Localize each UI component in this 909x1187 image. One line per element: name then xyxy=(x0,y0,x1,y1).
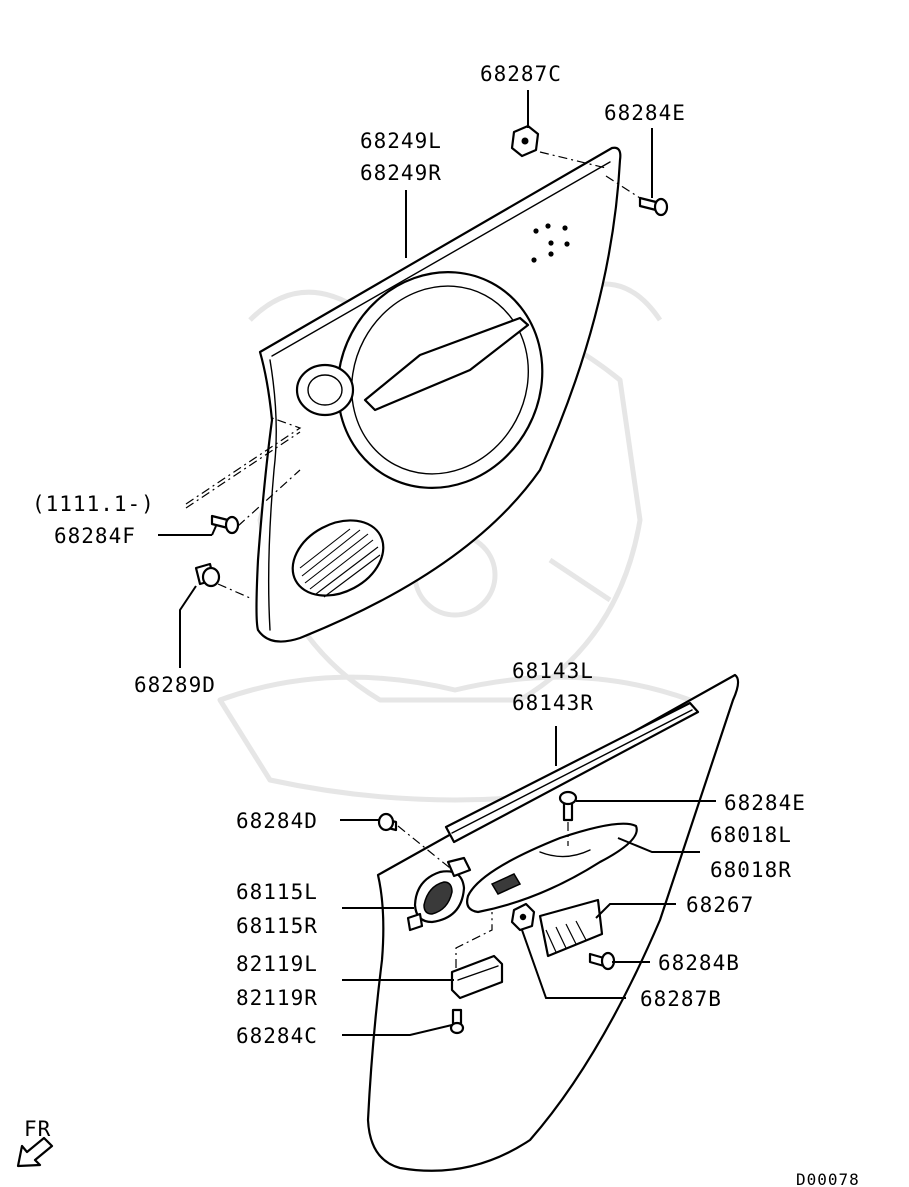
label-serial-note: (1111.1-) xyxy=(32,492,155,516)
label-bracket-68267: 68267 xyxy=(686,893,754,917)
label-armrest-68018l: 68018L xyxy=(710,823,792,847)
label-trim-68249l: 68249L xyxy=(360,129,442,153)
label-switch-82119r: 82119R xyxy=(236,986,318,1010)
label-clip-68287b: 68287B xyxy=(640,987,722,1011)
label-trim-68143r: 68143R xyxy=(512,691,594,715)
diagram-code: D00078 xyxy=(796,1170,860,1187)
label-handle-68115r: 68115R xyxy=(236,914,318,938)
front-indicator: FR xyxy=(16,1117,54,1168)
label-screw-68284b: 68284B xyxy=(658,951,740,975)
label-trim-68249r: 68249R xyxy=(360,161,442,185)
label-armrest-68018r: 68018R xyxy=(710,858,792,882)
screw-68284e-upper xyxy=(638,196,669,217)
label-screw-68284f: 68284F xyxy=(54,524,136,548)
door-trim-upper xyxy=(255,146,622,643)
label-handle-68115l: 68115L xyxy=(236,880,318,904)
label-clip-68289d: 68289D xyxy=(134,673,216,697)
label-screw-68284e-upper: 68284E xyxy=(604,101,686,125)
screw-68284f xyxy=(210,514,240,535)
clip-68287c xyxy=(510,124,540,158)
label-switch-82119l: 82119L xyxy=(236,952,318,976)
door-trim-lower xyxy=(366,673,740,1172)
label-screw-68284e-lower: 68284E xyxy=(724,791,806,815)
label-screw-68284d: 68284D xyxy=(236,809,318,833)
label-clip-68287c: 68287C xyxy=(480,62,562,86)
arrow-down-left-icon xyxy=(16,1136,54,1168)
clip-68289d xyxy=(194,562,221,588)
leader-lines xyxy=(158,90,716,1036)
label-trim-68143l: 68143L xyxy=(512,659,594,683)
part-labels: 68287C 68284E 68249L 68249R (1111.1-) 68… xyxy=(32,62,806,1048)
assembly-lines xyxy=(185,151,641,968)
label-screw-68284c: 68284C xyxy=(236,1024,318,1048)
label-front: FR xyxy=(24,1117,51,1141)
